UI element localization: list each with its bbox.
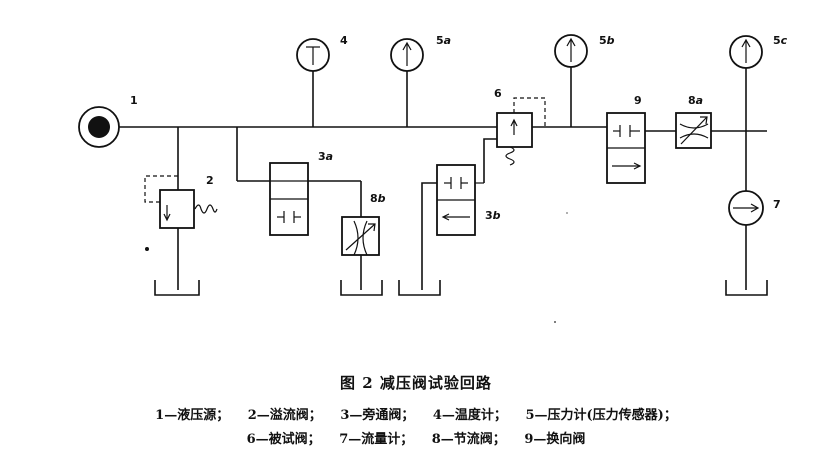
legend-item: 6—被试阀； <box>246 432 321 447</box>
legend-line-1: 1—液压源； 2—溢流阀； 3—旁通阀； 4—温度计； 5—压力计(压力传感器)… <box>0 404 832 423</box>
label-bypass-a: 3a <box>318 150 333 163</box>
pressure-gauge-5b <box>554 34 588 127</box>
label-flow: 7 <box>773 198 781 211</box>
legend-line-2: 6—被试阀； 7—流量计； 8—节流阀； 9—换向阀 <box>0 428 832 447</box>
label-temp: 4 <box>340 34 348 47</box>
pressure-gauge-5a <box>390 38 424 127</box>
bypass-valve-3b <box>398 138 497 296</box>
legend-item: 7—流量计； <box>339 432 414 447</box>
label-tested: 6 <box>494 87 502 100</box>
relief-valve-2 <box>144 127 218 296</box>
thermometer-4 <box>296 38 330 127</box>
label-gauge-c: 5c <box>773 34 788 47</box>
legend-item: 2—溢流阀； <box>247 408 322 423</box>
label-reversing: 9 <box>634 94 642 107</box>
legend-item: 3—旁通阀； <box>340 408 415 423</box>
throttle-valve-8a <box>675 112 712 149</box>
stray-speck <box>554 321 556 323</box>
legend-item: 9—换向阀 <box>524 432 586 447</box>
label-relief: 2 <box>206 174 214 187</box>
label-throttle-a: 8a <box>688 94 703 107</box>
bypass-valve-3a <box>236 127 362 236</box>
legend-item: 5—压力计(压力传感器)； <box>525 408 677 423</box>
throttle-valve-8b <box>340 216 383 296</box>
label-pump: 1 <box>130 94 138 107</box>
stray-speck <box>566 212 568 214</box>
reversing-valve-9 <box>606 112 646 184</box>
figure-title: 图 2 减压阀试验回路 <box>340 374 492 392</box>
tested-valve-6 <box>496 97 546 166</box>
stray-dot <box>145 247 149 251</box>
legend-item: 8—节流阀； <box>431 432 506 447</box>
label-gauge-b: 5b <box>599 34 615 47</box>
label-gauge-a: 5a <box>436 34 451 47</box>
label-bypass-b: 3b <box>485 209 501 222</box>
legend-item: 4—温度计； <box>432 408 507 423</box>
flow-meter-7 <box>725 190 768 296</box>
label-throttle-b: 8b <box>370 192 386 205</box>
legend-item: 1—液压源； <box>155 408 230 423</box>
pressure-gauge-5c <box>729 35 763 191</box>
hydraulic-source-1 <box>78 106 120 148</box>
